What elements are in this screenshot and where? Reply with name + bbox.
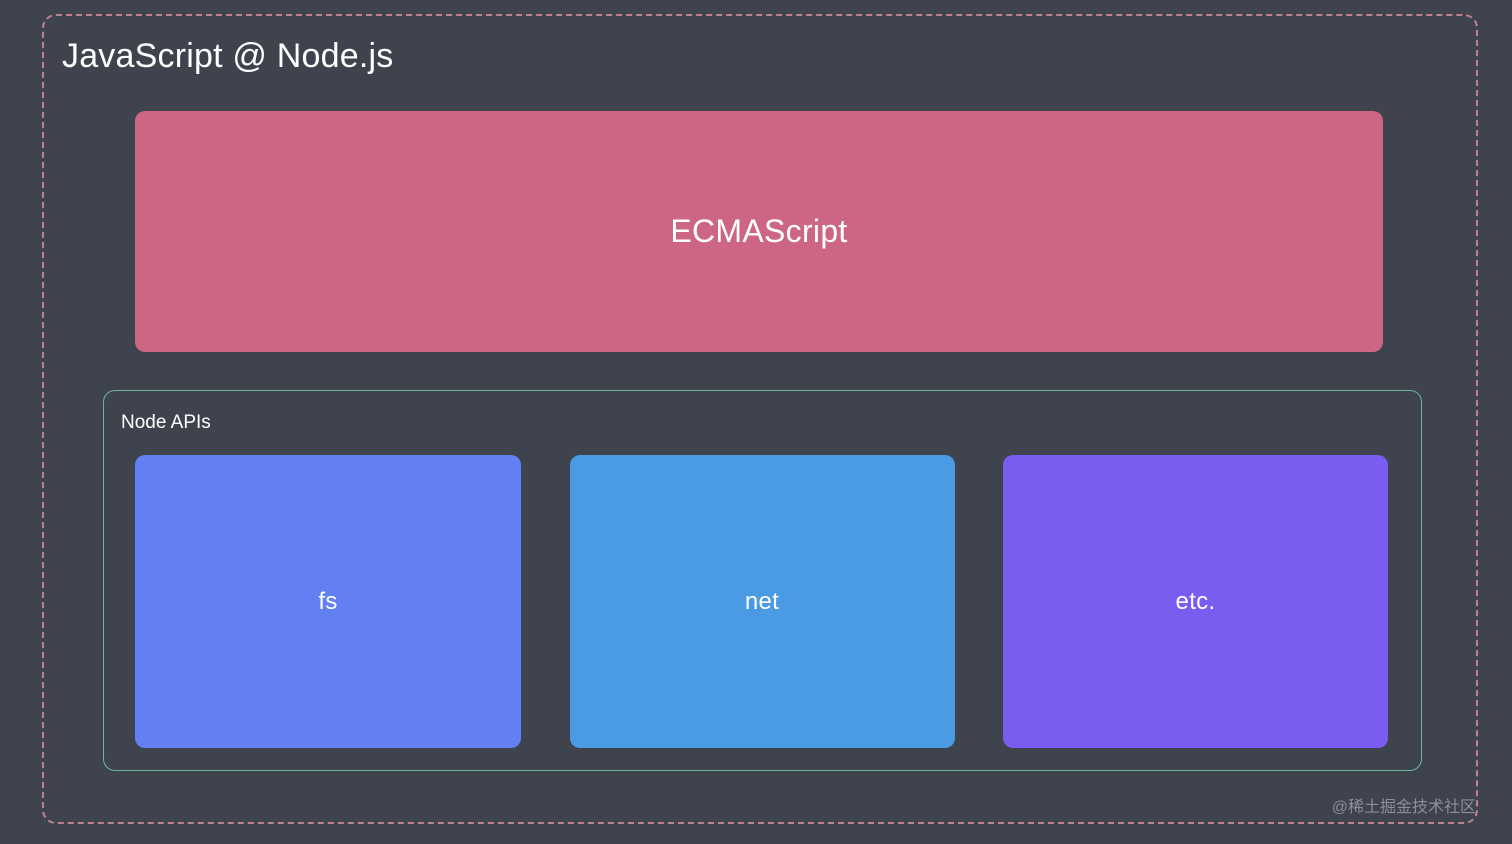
- layer-label-ecmascript: ECMAScript: [670, 213, 848, 249]
- module-box-fs: fs: [135, 455, 521, 748]
- layer-label-node-apis: Node APIs: [121, 412, 211, 433]
- module-label-net: net: [744, 587, 780, 615]
- module-label-etc: etc.: [1175, 587, 1216, 615]
- page-title: JavaScript @ Node.js: [62, 37, 394, 75]
- layer-group-node-apis: [103, 390, 1422, 771]
- module-box-net: net: [569, 455, 955, 748]
- dashed-boundary: [42, 14, 1478, 824]
- watermark-text: @稀土掘金技术社区: [1331, 799, 1476, 816]
- layer-box-ecmascript: ECMAScript: [135, 111, 1383, 352]
- module-box-etc: etc.: [1003, 455, 1388, 748]
- module-label-fs: fs: [318, 587, 338, 615]
- module-box-row: fs net etc.: [135, 455, 1388, 748]
